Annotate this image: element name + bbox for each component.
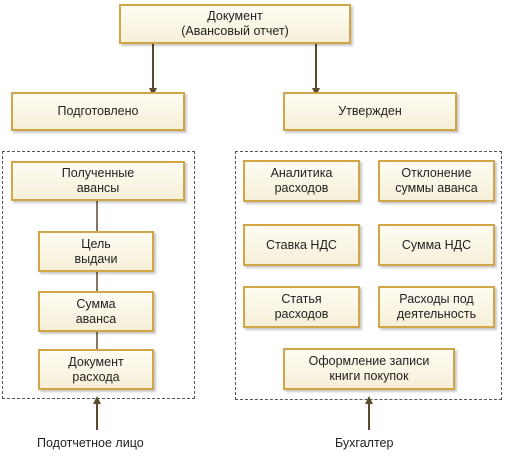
document-subtitle: (Авансовый отчет) (181, 24, 289, 38)
accountant-group (235, 151, 502, 400)
vat-amount-box: Сумма НДС (378, 224, 495, 266)
accountant-caption: Бухгалтер (335, 436, 394, 450)
advance-amount-box: Сумма аванса (38, 291, 154, 332)
document-title: Документ (207, 9, 263, 23)
advance-deviation-box: Отклонение суммы аванса (378, 160, 495, 202)
document-box: Документ (Авансовый отчет) (119, 4, 351, 44)
expense-document-box: Документ расхода (38, 349, 154, 390)
vat-rate-box: Ставка НДС (243, 224, 360, 266)
expense-analytics-box: Аналитика расходов (243, 160, 360, 202)
accountable-person-group (2, 151, 195, 399)
prepared-label: Подготовлено (57, 104, 139, 118)
received-advances-box: Полученные авансы (11, 161, 185, 201)
approved-box: Утвержден (283, 92, 457, 131)
accountable-person-caption: Подотчетное лицо (37, 436, 144, 450)
expense-item-box: Статья расходов (243, 286, 360, 328)
approved-label: Утвержден (338, 104, 402, 118)
prepared-box: Подготовлено (11, 92, 185, 131)
purpose-box: Цель выдачи (38, 231, 154, 272)
purchase-book-entry-box: Оформление записи книги покупок (283, 348, 455, 390)
activity-expenses-box: Расходы под деятельность (378, 286, 495, 328)
